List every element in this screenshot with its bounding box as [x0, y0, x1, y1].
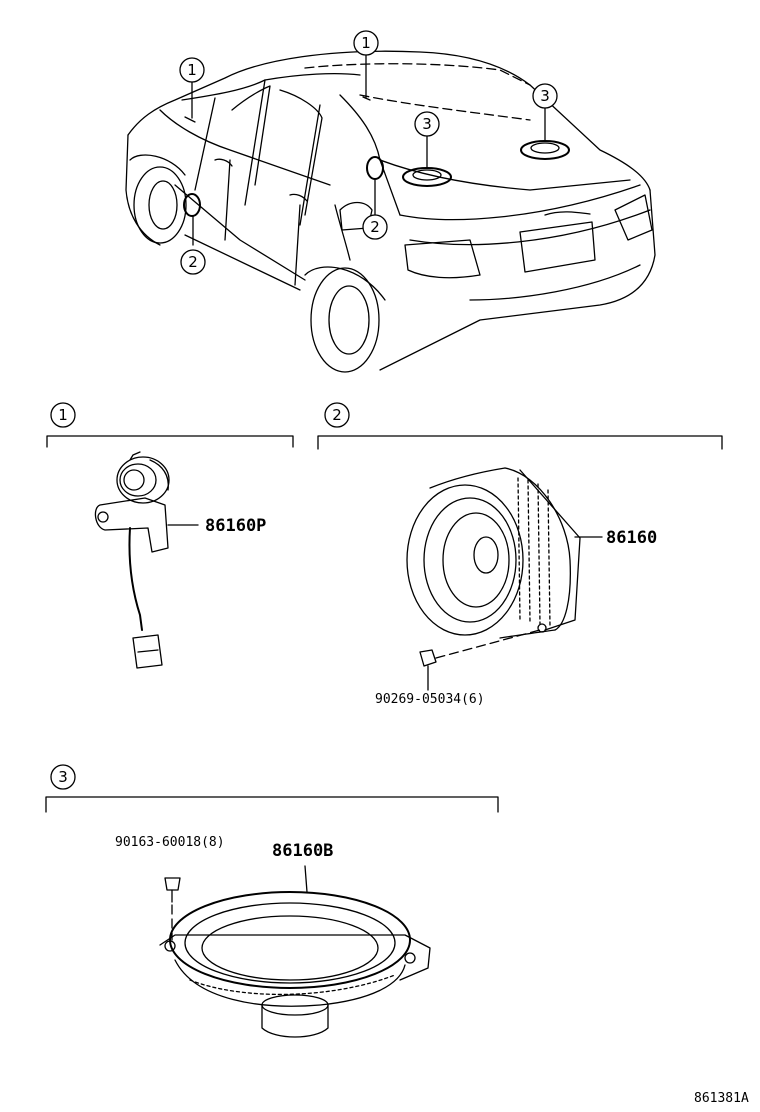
car-callout-3-right: 3: [532, 83, 558, 109]
callout-label: 1: [361, 34, 371, 52]
callout-label: 3: [540, 87, 550, 105]
part-number-rear-screw: 90163-60018(8): [115, 835, 225, 850]
diagram-code: 861381A: [694, 1091, 749, 1106]
callout-label: 3: [422, 115, 432, 133]
section-number: 1: [58, 406, 68, 424]
part-number-tweeter: 86160P: [205, 516, 266, 536]
section-number: 3: [58, 768, 68, 786]
section-2-header: 2: [317, 402, 723, 450]
car-callout-3-left: 3: [414, 111, 440, 137]
section-3-header: 3: [45, 764, 499, 813]
car-callout-1-rear: 1: [353, 30, 379, 56]
car-callout-1-front: 1: [179, 57, 205, 83]
callout-label: 2: [370, 218, 380, 236]
tweeter-illustration: [94, 451, 199, 669]
callout-label: 2: [188, 253, 198, 271]
section-1-header: 1: [46, 402, 294, 448]
section-number: 2: [332, 406, 342, 424]
car-callout-2-front: 2: [180, 249, 206, 275]
door-speaker-illustration: [406, 467, 603, 691]
part-number-rear-speaker: 86160B: [272, 841, 333, 861]
car-overview: [125, 50, 656, 373]
rear-speaker-illustration: [159, 865, 431, 1038]
part-number-door-speaker: 86160: [606, 528, 657, 548]
callout-label: 1: [187, 61, 197, 79]
car-callout-2-rear: 2: [362, 214, 388, 240]
part-number-door-screw: 90269-05034(6): [375, 692, 485, 707]
